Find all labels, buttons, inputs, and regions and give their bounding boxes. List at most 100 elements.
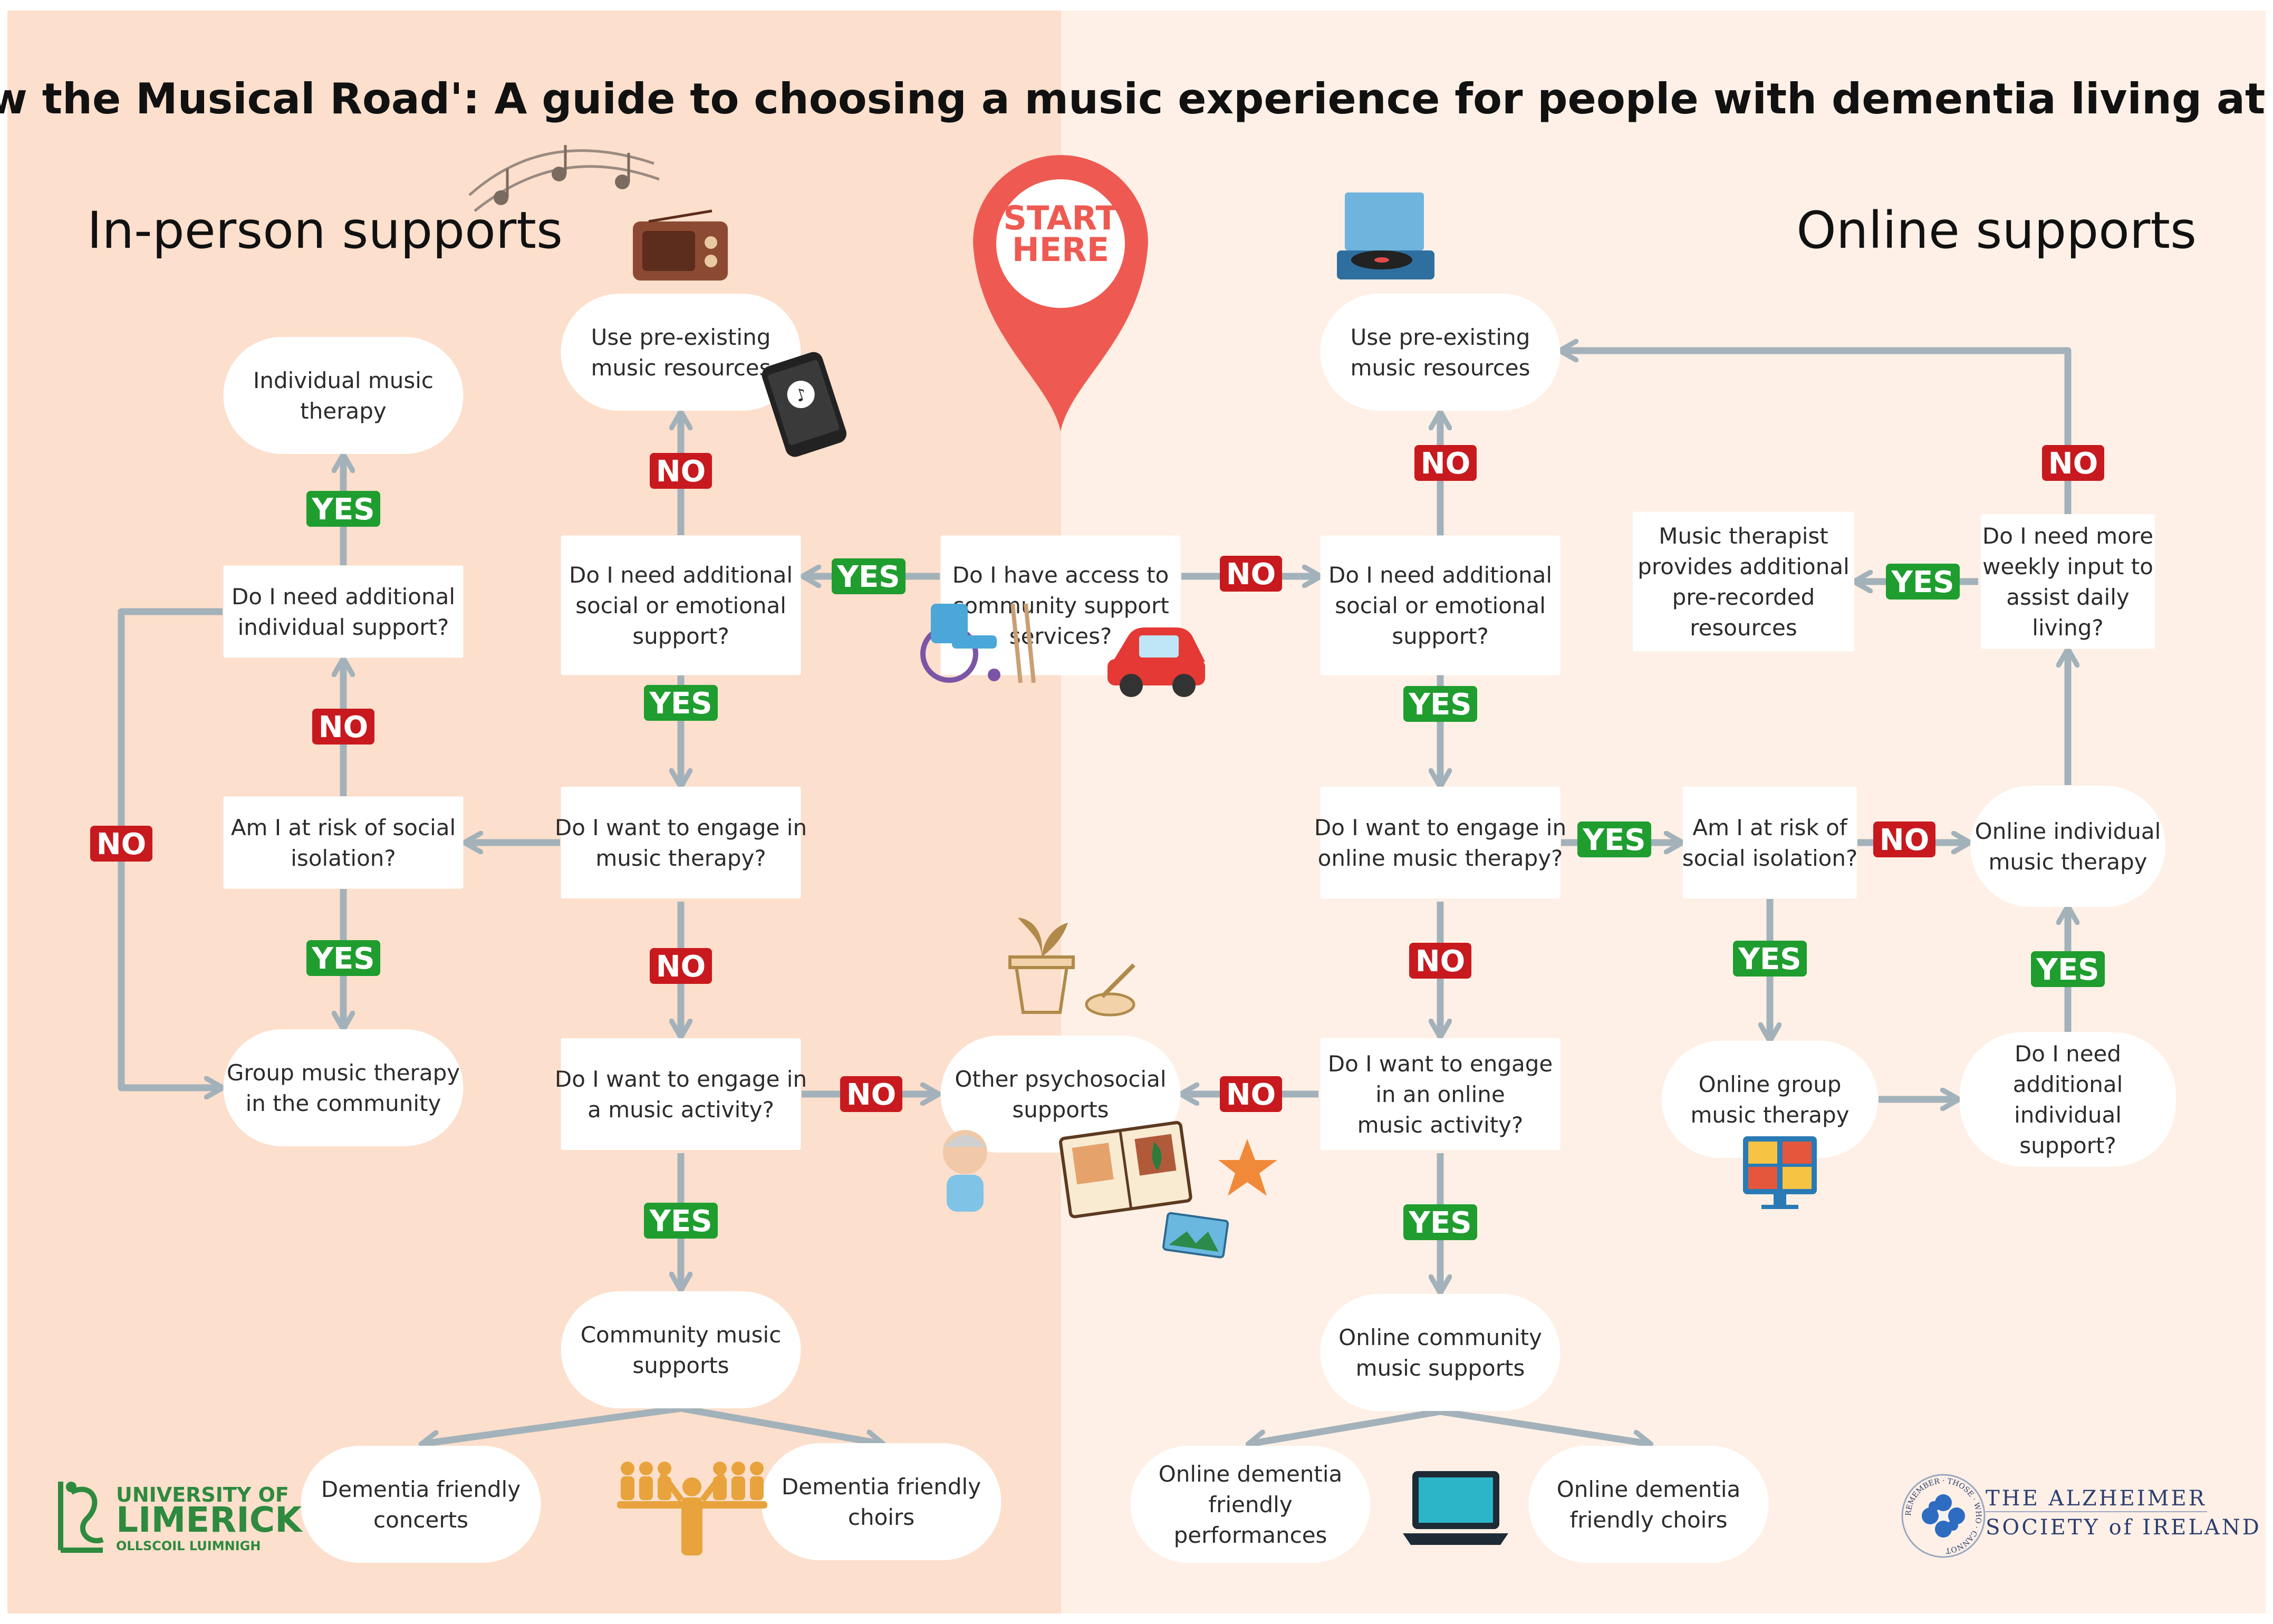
node-box: [1528, 1446, 1769, 1563]
node-text-line: additional: [2013, 1071, 2123, 1097]
node-text-line: Use pre-existing: [591, 324, 771, 350]
badge-label: NO: [846, 1078, 896, 1112]
node-box: [1662, 1041, 1878, 1158]
node-text-line: Dementia friendly: [782, 1474, 981, 1500]
choir-icon: [617, 1462, 767, 1555]
node-box: [561, 1038, 801, 1150]
badge-box: [644, 685, 718, 721]
node-text-line: social or emotional: [1335, 593, 1546, 618]
node-box: [1683, 787, 1857, 898]
yes-badge: YES: [1733, 941, 1807, 977]
badge-box: [1403, 1204, 1477, 1240]
badge-label: NO: [97, 827, 146, 862]
node-text-line: performances: [1174, 1522, 1327, 1548]
limerick-logo-line-2: LIMERICK: [116, 1500, 303, 1540]
node-text-line: Do I need additional: [569, 562, 793, 588]
node-text-line: Do I have access to: [952, 562, 1169, 588]
node-text-line: individual: [2014, 1102, 2122, 1128]
radio-icon: [633, 209, 728, 281]
node-text-line: therapy: [300, 398, 386, 424]
badge-box: [1886, 564, 1960, 600]
badge-label: YES: [1582, 823, 1645, 857]
node-text-line: Music therapist: [1659, 523, 1828, 549]
node-ol-activity-q: Do I want to engage in an online music act…: [1320, 1038, 1561, 1150]
node-ip-therapy-q: Do I want to engage in music therapy?: [555, 787, 807, 898]
start-label-line-1: START: [1003, 199, 1118, 237]
node-box: [223, 1029, 464, 1146]
node-box: [1970, 786, 2165, 907]
node-text-line: support?: [2019, 1133, 2116, 1158]
no-badge: NO: [1409, 943, 1471, 979]
node-text-line: Online dementia: [1159, 1461, 1343, 1487]
node-text-line: Do I want to engage in: [555, 815, 807, 840]
node-box: [940, 535, 1181, 675]
node-text-line: music activity?: [1357, 1112, 1524, 1138]
no-badge: NO: [90, 826, 152, 862]
yes-badge: YES: [306, 491, 380, 527]
node-text-line: Individual music: [253, 368, 434, 393]
badge-box: [650, 948, 712, 984]
badge-label: YES: [1408, 1206, 1471, 1240]
node-text-line: Do I want to engage: [1328, 1051, 1553, 1077]
node-box: [1960, 1032, 2176, 1167]
badge-label: NO: [656, 455, 706, 489]
yes-badge: YES: [644, 685, 718, 721]
plant-pot-icon: [1008, 917, 1135, 1017]
no-badge: NO: [840, 1076, 902, 1112]
alzheimer-logo-line-1: THE ALZHEIMER: [1986, 1486, 2207, 1511]
node-text-line: music resources: [591, 355, 770, 381]
badge-box: [2031, 951, 2105, 987]
node-text-line: Other psychosocial: [955, 1066, 1166, 1092]
badge-label: YES: [311, 942, 374, 976]
node-box: [223, 337, 464, 454]
no-badge: NO: [650, 948, 712, 984]
node-text-line: music resources: [1350, 355, 1530, 381]
yes-badge: YES: [306, 940, 380, 976]
node-ol-performances: Online dementia friendly performances: [1130, 1446, 1371, 1563]
node-text-line: community support: [952, 593, 1169, 618]
node-text-line: Online community: [1338, 1325, 1542, 1350]
node-box: [1320, 1294, 1561, 1411]
music-notes-icon: [468, 145, 660, 212]
node-text-line: supports: [632, 1352, 729, 1378]
start-here-pin-icon: START HERE: [973, 155, 1148, 431]
node-text-line: Do I need more: [1982, 523, 2153, 549]
node-text-line: Dementia friendly: [321, 1476, 521, 1502]
node-text-line: in an online: [1375, 1081, 1505, 1107]
starfish-icon: [1218, 1139, 1277, 1196]
node-text-line: music therapy: [1989, 849, 2147, 875]
badge-box: [1733, 941, 1807, 977]
node-box: [1320, 535, 1561, 675]
node-text-line: Online group: [1699, 1071, 1842, 1097]
yes-badge: YES: [832, 558, 906, 594]
node-box: [561, 1291, 801, 1408]
badge-box: [644, 1203, 718, 1239]
node-text-line: services?: [1009, 623, 1112, 649]
node-box: [1320, 787, 1561, 898]
node-text-line: Do I want to engage in: [1314, 815, 1566, 840]
badge-label: NO: [1226, 1078, 1276, 1112]
node-text-line: support?: [632, 623, 729, 649]
edge-ol_community-to-ol_performances: [1250, 1408, 1441, 1444]
in-person-heading: In-person supports: [87, 201, 563, 260]
node-text-line: friendly: [1208, 1492, 1292, 1517]
badge-box: [1577, 821, 1651, 857]
node-box: [1981, 514, 2155, 649]
node-text-line: Do I want to engage in: [555, 1066, 807, 1092]
node-text-line: friendly choirs: [1570, 1507, 1728, 1533]
node-text-line: music therapy?: [595, 845, 766, 871]
badge-label: NO: [1415, 944, 1465, 979]
node-text-line: Community music: [581, 1322, 782, 1348]
edge-ip_community-to-ip_concerts: [423, 1405, 681, 1444]
